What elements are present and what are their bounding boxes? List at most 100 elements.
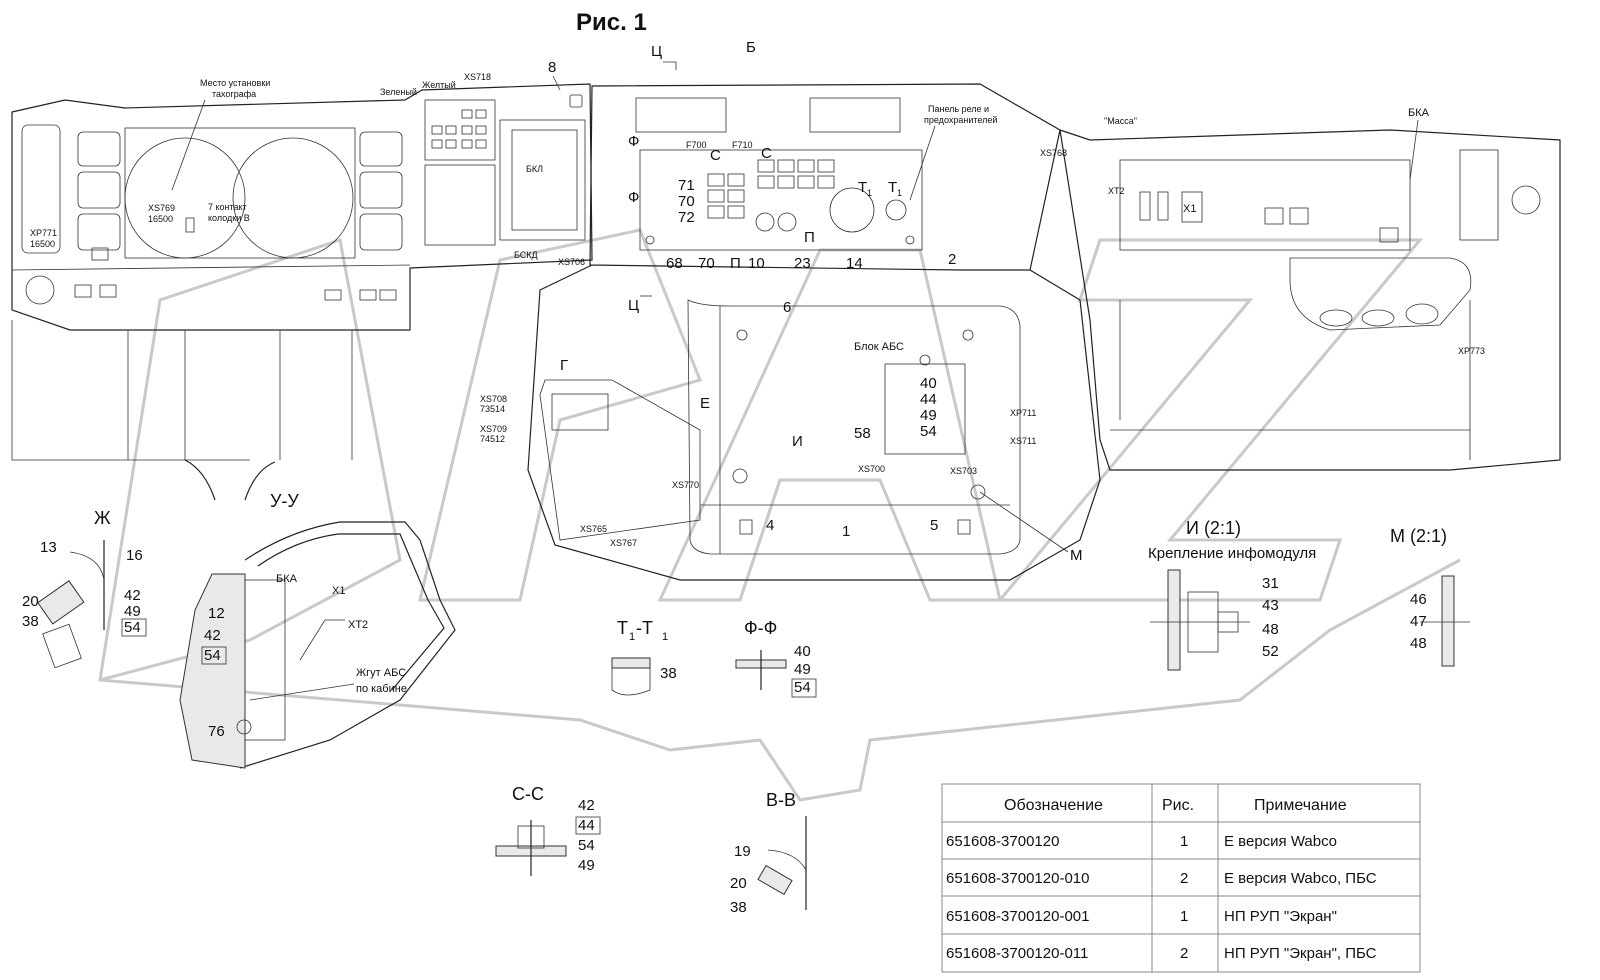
uu-callout-x1: X1 xyxy=(332,585,345,597)
view-marker-t1-left-sub: 1 xyxy=(867,188,872,198)
zh-number-49: 49 xyxy=(124,603,141,620)
table-cell-fig: 2 xyxy=(1180,945,1188,962)
callout-f710: F710 xyxy=(732,140,753,150)
vv-number-20: 20 xyxy=(730,875,747,892)
i21-caption: Крепление инфомодуля xyxy=(1148,545,1316,562)
number-44: 44 xyxy=(920,391,937,408)
watermark-logo xyxy=(98,228,1461,802)
callout-xs708: XS708 xyxy=(480,394,507,404)
callout-f700: F700 xyxy=(686,140,707,150)
table-cell-fig: 1 xyxy=(1180,908,1188,925)
callout-predohr: предохранителей xyxy=(924,115,997,125)
callout-xp773: XP773 xyxy=(1458,346,1485,356)
callout-7-kontakt: 7 контакт xyxy=(208,202,247,212)
table-cell-designation: 651608-3700120 xyxy=(946,833,1059,850)
ss-title: С-С xyxy=(512,784,544,804)
number-1: 1 xyxy=(842,523,850,540)
view-marker-f-bottom: Ф xyxy=(628,189,639,206)
view-marker-s-left: С xyxy=(710,147,721,164)
number-49: 49 xyxy=(920,407,937,424)
callout-panel: Панель реле и xyxy=(928,104,989,114)
i21-number-48: 48 xyxy=(1262,621,1279,638)
callout-zeleny: Зеленый xyxy=(380,87,417,97)
table-header-note: Примечание xyxy=(1254,797,1347,814)
number-40: 40 xyxy=(920,375,937,392)
ff-title: Ф-Ф xyxy=(744,618,777,638)
detail-zh-title: Ж xyxy=(94,508,111,528)
callout-xs700: XS700 xyxy=(858,464,885,474)
vv-title: В-В xyxy=(766,790,796,810)
callout-tachograph: тахографа xyxy=(212,89,256,99)
t1-number-38: 38 xyxy=(660,665,677,682)
m21-title: М (2:1) xyxy=(1390,526,1447,546)
callout-bka: БКА xyxy=(1408,107,1430,119)
callout-mesto: Место установки xyxy=(200,78,270,88)
left-dashboard-panel xyxy=(11,83,593,501)
i21-number-52: 52 xyxy=(1262,643,1279,660)
zh-number-54: 54 xyxy=(124,619,141,636)
number-5: 5 xyxy=(930,517,938,534)
callout-xs718: XS718 xyxy=(464,72,491,82)
callout-xp771: XP771 xyxy=(30,228,57,238)
table-row: 651608-3700120-010 2 Е версия Wabco, ПБС xyxy=(946,870,1377,887)
detail-v-v: В-В 19 20 38 xyxy=(730,790,807,916)
number-2: 2 xyxy=(948,251,956,268)
view-marker-p-inner: П xyxy=(804,229,815,246)
i21-number-31: 31 xyxy=(1262,575,1279,592)
view-marker-g: Г xyxy=(560,357,568,374)
callout-zhelty: Желтый xyxy=(422,80,456,90)
view-marker-e: Е xyxy=(700,395,710,412)
detail-t1-t1: Т 1 -Т 1 38 xyxy=(611,618,677,696)
right-dashboard-panel xyxy=(1059,129,1561,471)
table-cell-fig: 1 xyxy=(1180,833,1188,850)
number-23: 23 xyxy=(794,255,811,272)
callout-bskd: БСКД xyxy=(514,250,538,260)
view-marker-t1-left: Т xyxy=(858,179,867,196)
t1-title-sub-2: 1 xyxy=(662,631,668,643)
detail-f-f: Ф-Ф 40 49 54 xyxy=(735,618,817,698)
uu-callout-po-kabine: по кабине xyxy=(356,683,407,695)
detail-uu: У-У БКА X1 XT2 Жгут АБС по кабине 12 42 … xyxy=(179,491,456,769)
uu-callout-bka: БКА xyxy=(276,573,298,585)
detail-s-s: С-С 42 44 54 49 xyxy=(495,784,601,876)
zh-number-13: 13 xyxy=(40,539,57,556)
zh-number-16: 16 xyxy=(126,547,143,564)
ss-number-49: 49 xyxy=(578,857,595,874)
callout-xs767: XS767 xyxy=(610,538,637,548)
view-marker-f-top: Ф xyxy=(628,133,639,150)
m21-number-48: 48 xyxy=(1410,635,1427,652)
table-row: 651608-3700120-011 2 НП РУП "Экран", ПБС xyxy=(946,945,1377,962)
m21-number-47: 47 xyxy=(1410,613,1427,630)
zh-number-38: 38 xyxy=(22,613,39,630)
number-8: 8 xyxy=(548,59,556,76)
callout-kolodki: колодки В xyxy=(208,213,250,223)
callout-73514: 73514 xyxy=(480,404,505,414)
table-cell-note: НП РУП "Экран", ПБС xyxy=(1224,945,1377,962)
ss-number-54: 54 xyxy=(578,837,595,854)
number-70-top: 70 xyxy=(678,193,695,210)
table-cell-note: НП РУП "Экран" xyxy=(1224,908,1337,925)
zh-number-42: 42 xyxy=(124,587,141,604)
uu-number-76: 76 xyxy=(208,723,225,740)
t1-title-dash: -Т xyxy=(636,618,653,638)
uu-number-42: 42 xyxy=(204,627,221,644)
view-marker-s: С xyxy=(761,145,772,162)
callout-xt2: XT2 xyxy=(1108,186,1125,196)
ff-number-40: 40 xyxy=(794,643,811,660)
table-cell-note: Е версия Wabco, ПБС xyxy=(1224,870,1377,887)
number-71: 71 xyxy=(678,177,695,194)
callout-xs765: XS765 xyxy=(580,524,607,534)
number-58: 58 xyxy=(854,425,871,442)
uu-number-54: 54 xyxy=(204,647,221,664)
detail-zh: Ж 13 16 20 38 42 49 54 xyxy=(22,508,147,669)
t1-title-t: Т xyxy=(617,618,628,638)
number-70-bottom: 70 xyxy=(698,255,715,272)
zh-number-20: 20 xyxy=(22,593,39,610)
callout-16500: 16500 xyxy=(148,214,173,224)
ss-number-42: 42 xyxy=(578,797,595,814)
number-14: 14 xyxy=(846,255,863,272)
callout-xp711: XP711 xyxy=(1010,408,1036,418)
detail-uu-title: У-У xyxy=(270,491,299,511)
callout-x1: X1 xyxy=(1183,203,1196,215)
